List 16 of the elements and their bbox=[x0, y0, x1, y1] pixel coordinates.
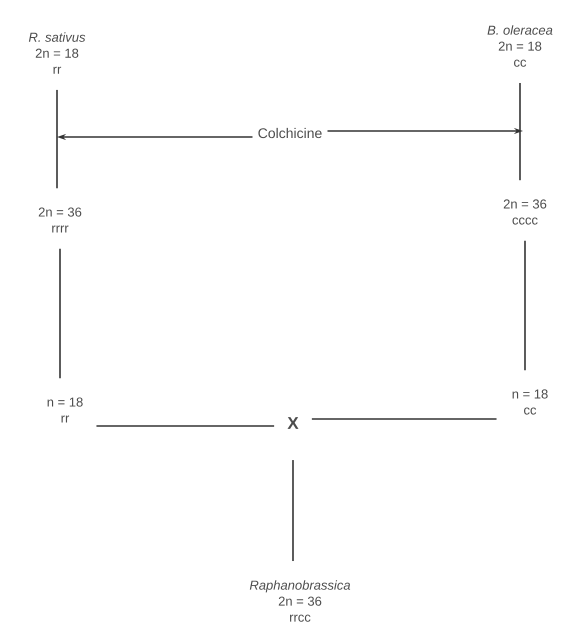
hybrid-label: Raphanobrassica 2n = 36 rrcc bbox=[250, 580, 350, 622]
connector-line bbox=[519, 82, 521, 180]
connector-line bbox=[524, 240, 526, 370]
species-label: R. sativus 2n = 18 rr bbox=[28, 32, 86, 74]
gamete-label: n = 18 rr bbox=[48, 397, 83, 423]
connector-line bbox=[56, 90, 58, 188]
connector-line bbox=[312, 418, 497, 420]
cross-symbol: X bbox=[287, 417, 298, 429]
chromosome-label: 2n = 36 cccc bbox=[504, 199, 546, 225]
connector-line bbox=[292, 460, 294, 562]
chromosome-label: 2n = 36 rrrr bbox=[38, 207, 82, 233]
gamete-label: n = 18 cc bbox=[512, 389, 548, 415]
connector-line bbox=[96, 425, 274, 427]
treatment-label: Colchicine bbox=[258, 128, 322, 138]
species-label: B. oleracea 2n = 18 cc bbox=[488, 25, 552, 67]
connector-line bbox=[59, 248, 61, 378]
